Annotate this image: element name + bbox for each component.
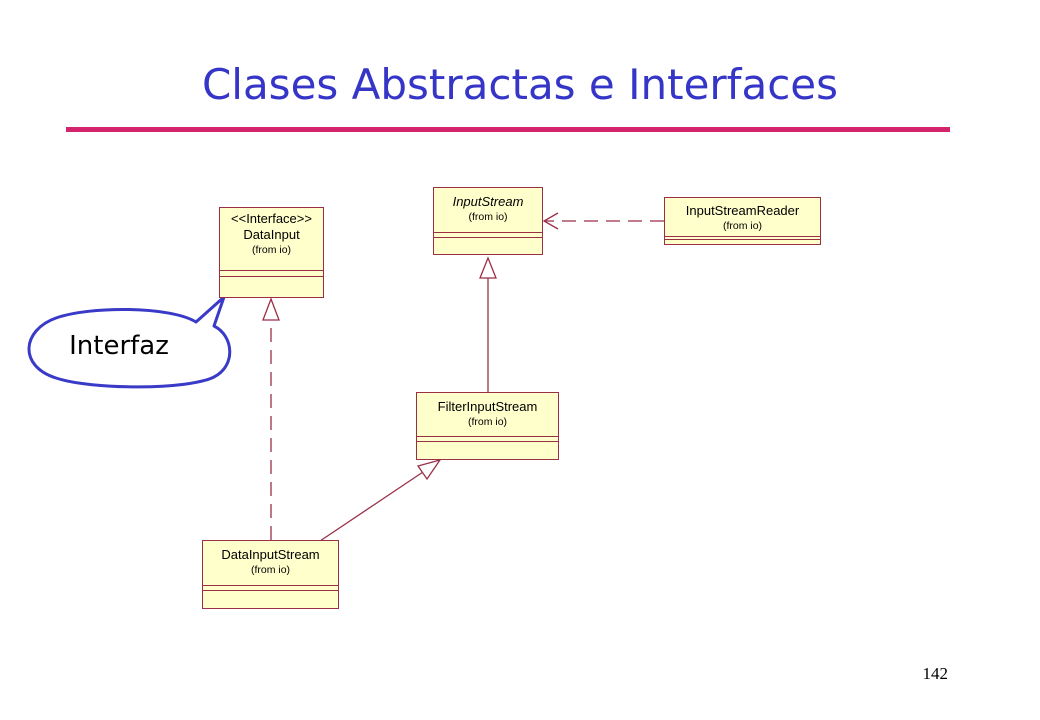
- realization-arrowhead: [262, 297, 280, 321]
- class-inputstream[interactable]: InputStream (from io): [433, 187, 543, 255]
- class-name-compartment: InputStreamReader (from io): [665, 198, 820, 237]
- class-stereotype: <<Interface>>: [231, 211, 312, 226]
- class-attributes-compartment: [434, 233, 542, 238]
- callout-bubble: [27, 295, 232, 389]
- class-package: (from io): [251, 244, 292, 256]
- class-package: (from io): [250, 564, 291, 576]
- generalization-arrowhead-inputstream: [479, 256, 497, 279]
- class-name: InputStreamReader: [685, 203, 800, 218]
- class-datainput[interactable]: <<Interface>> DataInput (from io): [219, 207, 324, 298]
- class-name-compartment: <<Interface>> DataInput (from io): [220, 208, 323, 271]
- class-name: InputStream: [452, 194, 524, 209]
- generalization-line-datainputstream-to-filter: [319, 469, 427, 542]
- class-inputstreamreader[interactable]: InputStreamReader (from io): [664, 197, 821, 245]
- class-filterinputstream[interactable]: FilterInputStream (from io): [416, 392, 559, 460]
- class-attributes-compartment: [203, 586, 338, 591]
- class-name: DataInputStream: [221, 547, 320, 562]
- generalization-arrowhead-filter: [416, 458, 442, 481]
- callout-label: Interfaz: [69, 331, 169, 361]
- slide-title: Clases Abstractas e Interfaces: [201, 60, 839, 109]
- class-package: (from io): [467, 416, 508, 428]
- class-attributes-compartment: [665, 237, 820, 240]
- class-name: DataInput: [243, 227, 300, 242]
- class-attributes-compartment: [220, 271, 323, 277]
- class-name: FilterInputStream: [437, 399, 538, 414]
- class-name-compartment: DataInputStream (from io): [203, 541, 338, 586]
- dependency-arrowhead: [542, 212, 559, 230]
- class-name-compartment: FilterInputStream (from io): [417, 393, 558, 437]
- page-number: 142: [922, 664, 949, 683]
- class-package: (from io): [468, 211, 508, 223]
- class-datainputstream[interactable]: DataInputStream (from io): [202, 540, 339, 609]
- class-name-compartment: InputStream (from io): [434, 188, 542, 233]
- title-underline: [66, 127, 950, 132]
- class-package: (from io): [722, 220, 763, 232]
- class-attributes-compartment: [417, 437, 558, 442]
